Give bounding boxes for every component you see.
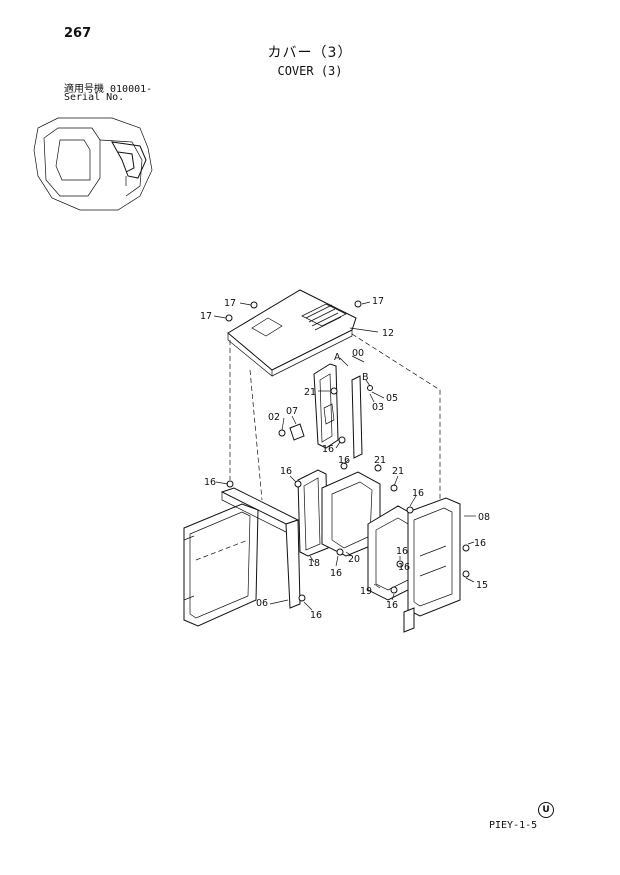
revision-mark: U (538, 802, 554, 818)
label-08: 08 (478, 512, 490, 523)
label-16k: 16 (398, 562, 410, 573)
machine-location-thumbnail (33, 117, 153, 211)
label-A: A (334, 352, 341, 363)
label-21a: 21 (304, 387, 316, 398)
label-16g: 16 (330, 568, 342, 579)
label-21b: 21 (374, 455, 386, 466)
serial-label-english: Serial No. (64, 92, 125, 103)
label-03: 03 (372, 402, 384, 413)
center-bracket-00 (278, 363, 373, 459)
label-16d: 16 (280, 466, 292, 477)
label-06: 06 (256, 598, 268, 609)
inner-bracket-18 (297, 469, 329, 557)
label-16j: 16 (386, 600, 398, 611)
label-16i: 16 (310, 610, 322, 621)
post-06 (220, 487, 301, 609)
right-panel-08 (403, 497, 461, 633)
page-number: 267 (64, 26, 92, 41)
part-labels: 17 17 17 12 A 00 B 21 05 03 02 07 16 16 … (200, 296, 490, 621)
title-japanese: カバー（3） (267, 45, 353, 61)
label-16c: 16 (204, 477, 216, 488)
label-00: 00 (352, 348, 364, 359)
label-12: 12 (382, 328, 394, 339)
reference-lines (229, 333, 441, 501)
label-02: 02 (268, 412, 280, 423)
label-05: 05 (386, 393, 398, 404)
label-18: 18 (308, 558, 320, 569)
label-20: 20 (348, 554, 360, 565)
label-17a: 17 (224, 298, 236, 309)
label-16a: 16 (322, 444, 334, 455)
label-15: 15 (476, 580, 488, 591)
label-21c: 21 (392, 466, 404, 477)
label-17c: 17 (372, 296, 384, 307)
left-door-panel (183, 503, 259, 627)
label-16h: 16 (474, 538, 486, 549)
label-19: 19 (360, 586, 372, 597)
label-16b: 16 (338, 455, 350, 466)
label-16e: 16 (412, 488, 424, 499)
label-16f: 16 (396, 546, 408, 557)
label-B: B (362, 372, 369, 383)
serial-label-japanese: 適用号機 010001- (64, 84, 153, 95)
figure-code: PIEY-1-5 (489, 820, 538, 831)
leader-lines (213, 301, 476, 611)
label-17b: 17 (200, 311, 212, 322)
title-english: COVER (3) (277, 64, 343, 78)
label-07: 07 (286, 406, 298, 417)
bolts (225, 300, 470, 602)
top-cover-12 (227, 289, 357, 377)
